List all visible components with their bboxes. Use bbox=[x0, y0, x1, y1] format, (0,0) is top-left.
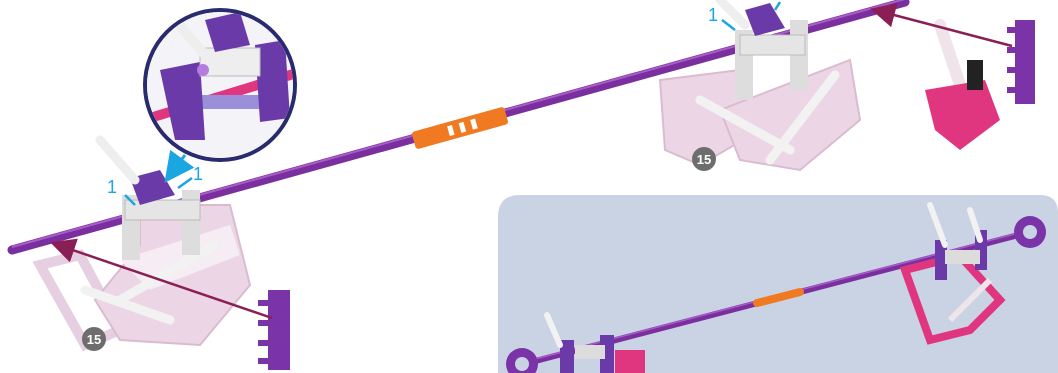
right-detached-piece bbox=[925, 20, 1035, 150]
inset-preview-panel bbox=[498, 195, 1058, 373]
step-badge-right: 15 bbox=[692, 147, 716, 171]
left-frame-assembly bbox=[40, 140, 250, 345]
count-label-left-b: 1 bbox=[193, 165, 203, 183]
count-label-top: 1 bbox=[708, 6, 718, 24]
left-gear-icon bbox=[258, 290, 290, 370]
right-gear-icon bbox=[1007, 20, 1035, 104]
count-label-left-a: 1 bbox=[107, 178, 117, 196]
zoom-callout bbox=[145, 10, 300, 178]
step-badge-left: 15 bbox=[82, 327, 106, 351]
orange-connector bbox=[411, 106, 508, 149]
